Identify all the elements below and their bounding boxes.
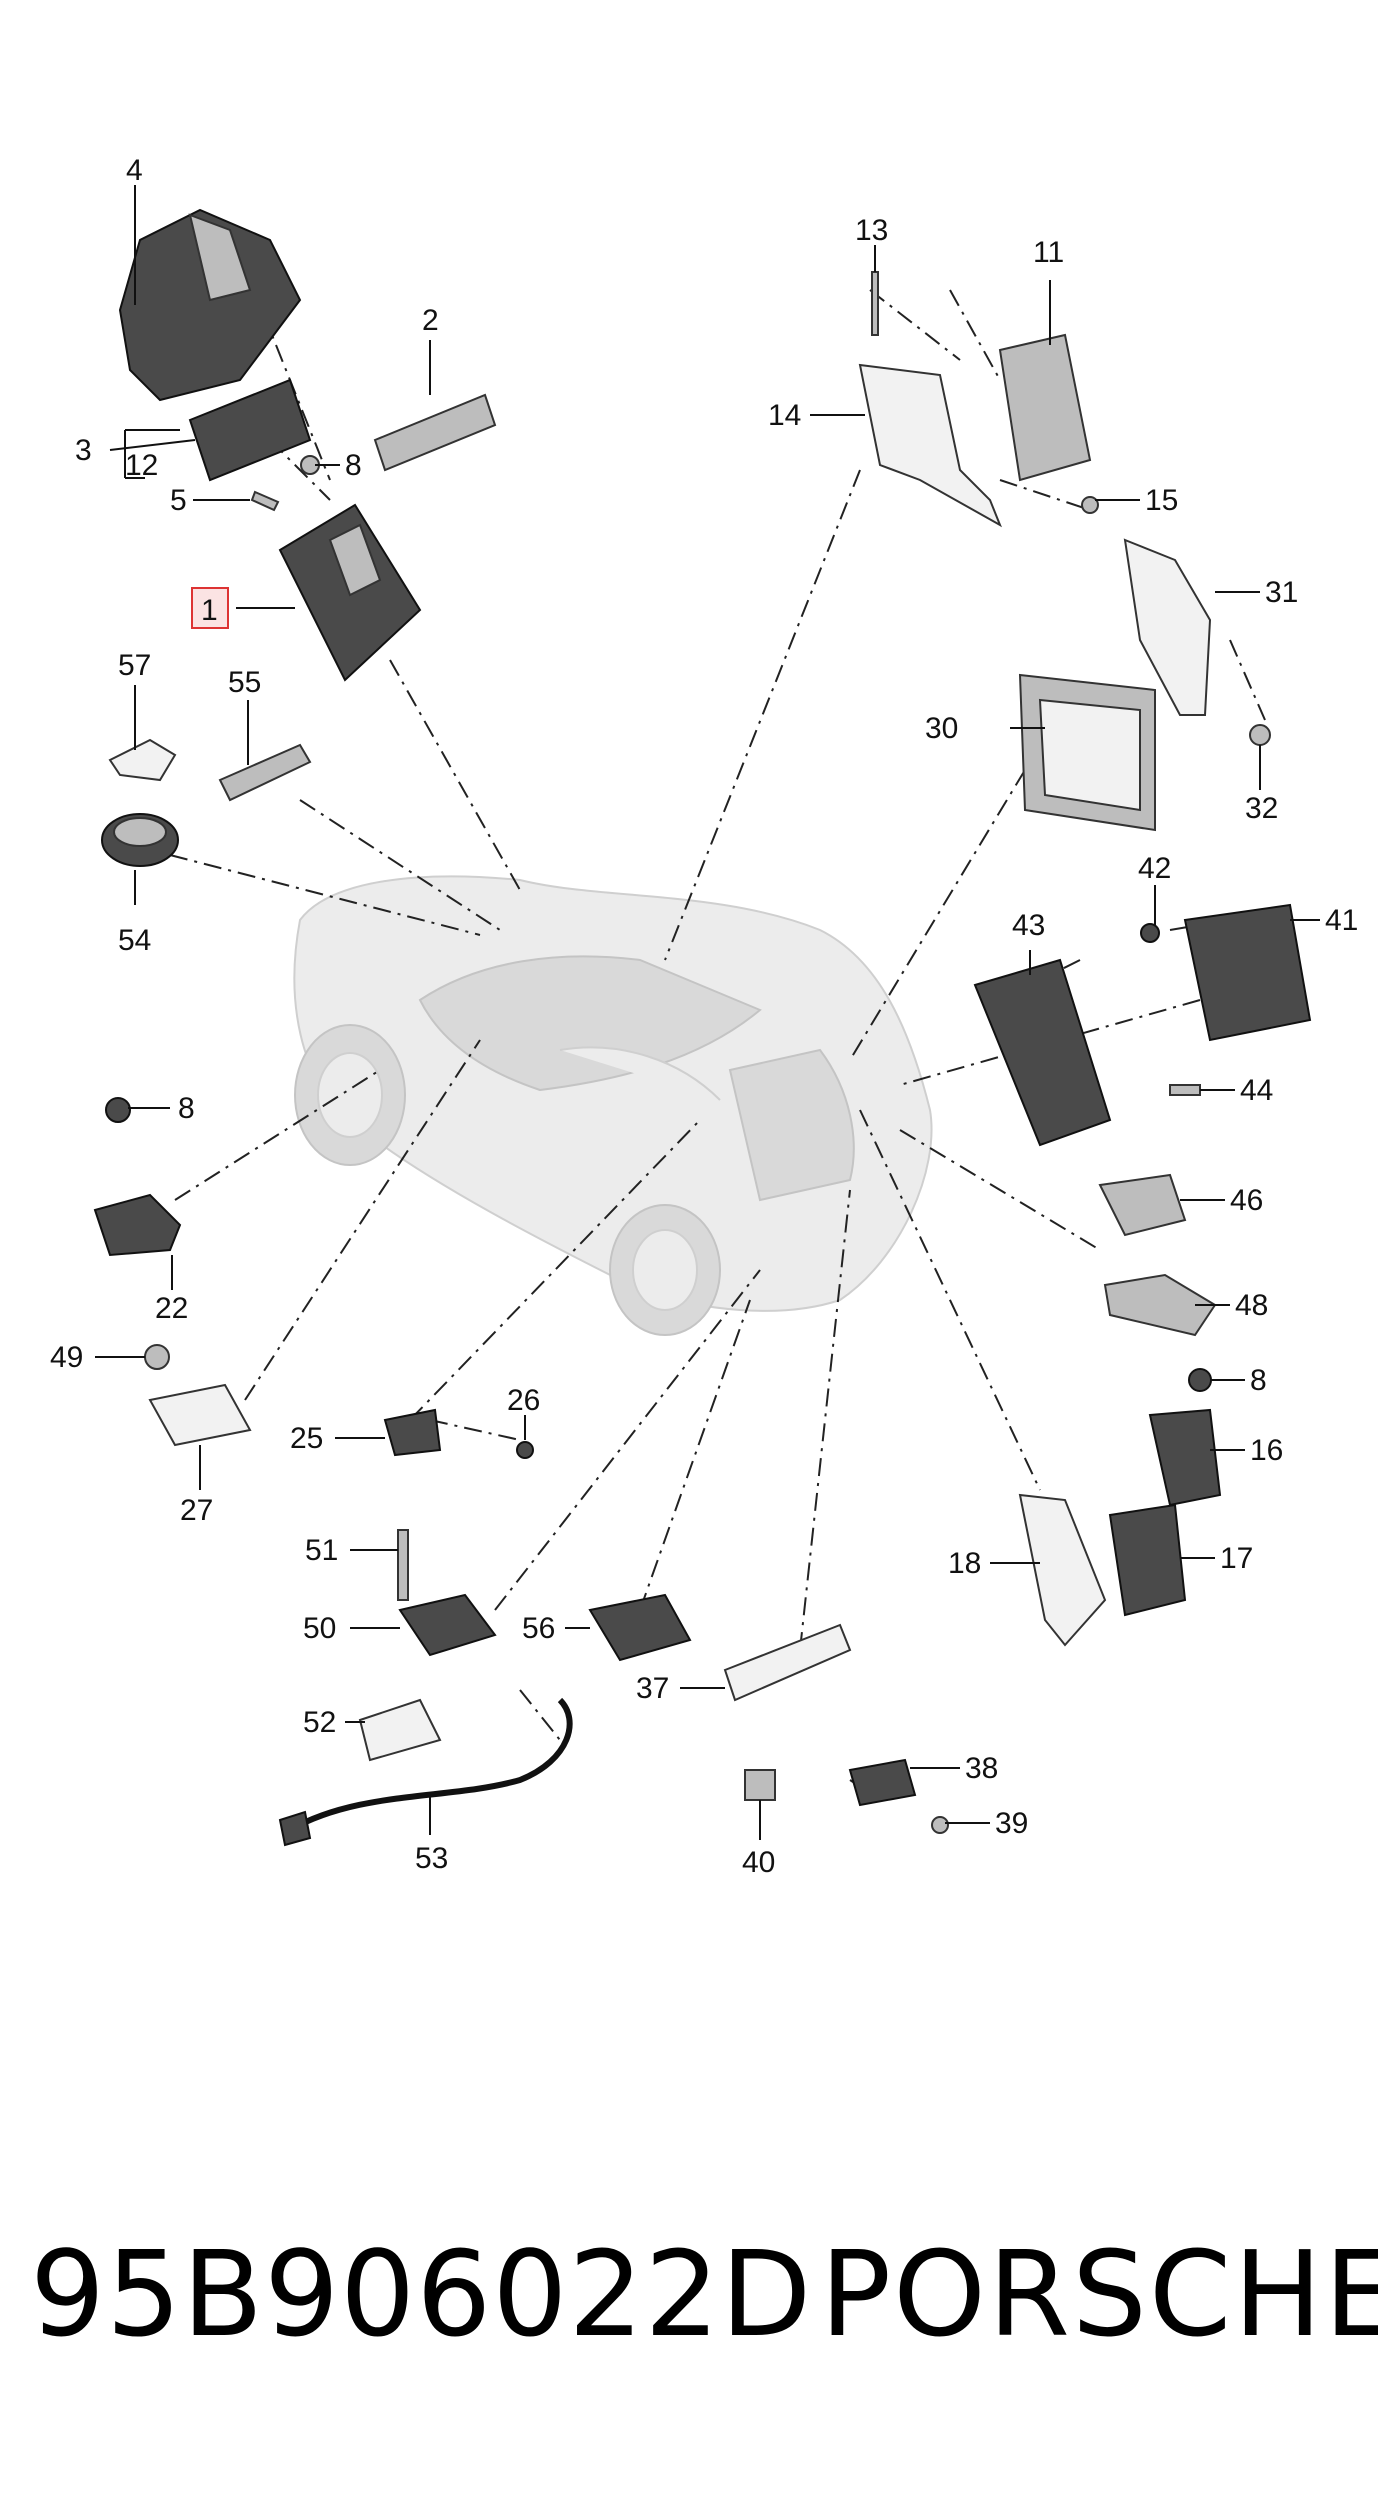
part-56-module	[588, 1593, 692, 1662]
part-42-screw	[1140, 923, 1160, 943]
part-43-control-unit	[973, 958, 1112, 1147]
part-52-bracket	[358, 1698, 442, 1762]
callout-31: 31	[1265, 576, 1298, 609]
callout-18: 18	[948, 1547, 981, 1580]
part-13-bolt	[871, 271, 879, 336]
callout-43: 43	[1012, 909, 1045, 942]
callout-8-right: 8	[1250, 1364, 1267, 1397]
footer: 95B906022D PORSCHE	[0, 2225, 1378, 2375]
callout-37: 37	[636, 1672, 669, 1705]
part-44-bolt	[1169, 1084, 1201, 1096]
part-57-bracket	[108, 738, 177, 782]
callout-3: 3	[75, 434, 92, 467]
part-number: 95B906022D	[30, 2225, 813, 2363]
callout-51: 51	[305, 1534, 338, 1567]
part-54-horn	[101, 813, 179, 867]
part-27-module	[148, 1383, 252, 1447]
callout-38: 38	[965, 1752, 998, 1785]
part-41-module	[1183, 903, 1312, 1042]
callout-2: 2	[422, 304, 439, 337]
part-49-screw	[144, 1344, 170, 1370]
brand-name: PORSCHE	[820, 2225, 1378, 2363]
callout-53: 53	[415, 1842, 448, 1875]
callout-39: 39	[995, 1807, 1028, 1840]
callout-8-left: 8	[178, 1092, 195, 1125]
part-2-strip	[373, 393, 497, 472]
part-17-module	[1108, 1503, 1187, 1617]
callout-25: 25	[290, 1422, 323, 1455]
callout-leaders	[95, 185, 1320, 1840]
part-39-screw	[931, 1816, 949, 1834]
connection-lines	[169, 279, 1266, 1801]
callout-50: 50	[303, 1612, 336, 1645]
callout-labels: 1 2 3 4 5 8 12 13 11 14 15 31 30 32 57 5…	[50, 154, 1358, 1879]
callout-32: 32	[1245, 792, 1278, 825]
callout-17: 17	[1220, 1542, 1253, 1575]
callout-11: 11	[1033, 236, 1064, 269]
callout-52: 52	[303, 1706, 336, 1739]
selected-part-highlight	[191, 587, 229, 629]
part-22-module	[93, 1193, 182, 1257]
part-1-control-unit	[278, 503, 422, 682]
callout-42: 42	[1138, 852, 1171, 885]
callout-54: 54	[118, 924, 151, 957]
callout-30: 30	[925, 712, 958, 745]
part-8-clip-left	[105, 1097, 131, 1123]
part-4-housing	[118, 208, 302, 402]
callout-22: 22	[155, 1292, 188, 1325]
callout-15: 15	[1145, 484, 1178, 517]
callout-16: 16	[1250, 1434, 1283, 1467]
part-32-nut	[1249, 724, 1271, 746]
callout-26: 26	[507, 1384, 540, 1417]
vehicle-illustration	[293, 875, 933, 1336]
callout-13: 13	[855, 214, 888, 247]
callout-44: 44	[1240, 1074, 1273, 1107]
part-38-sensor	[848, 1758, 917, 1807]
callout-57: 57	[118, 649, 151, 682]
callout-55: 55	[228, 666, 261, 699]
callout-41: 41	[1325, 904, 1358, 937]
callout-46: 46	[1230, 1184, 1263, 1217]
part-11-module	[998, 333, 1092, 482]
part-31-bracket	[1123, 538, 1212, 716]
callout-49: 49	[50, 1341, 83, 1374]
part-48-bracket	[1103, 1273, 1217, 1337]
part-5-screw	[250, 490, 280, 512]
part-16-module	[1148, 1408, 1222, 1507]
callout-4: 4	[126, 154, 143, 187]
part-53-wiring-harness	[278, 1697, 573, 1847]
callout-40: 40	[742, 1846, 775, 1879]
part-30-control-unit	[1018, 673, 1156, 832]
part-46-module	[1098, 1173, 1187, 1237]
part-18-bracket	[1018, 1493, 1107, 1647]
part-40-connector	[744, 1769, 776, 1801]
part-37-module	[723, 1623, 852, 1702]
part-26-clip	[516, 1441, 534, 1459]
part-15-screw	[1081, 496, 1099, 514]
callout-48: 48	[1235, 1289, 1268, 1322]
part-14-bracket	[858, 363, 1002, 528]
callout-14: 14	[768, 399, 801, 432]
callout-5: 5	[170, 484, 187, 517]
callout-1: 1	[201, 594, 218, 627]
part-8-clip-right	[1188, 1368, 1212, 1392]
callout-8-top: 8	[345, 449, 362, 482]
part-55-module	[218, 743, 312, 802]
part-3-bracket	[188, 378, 312, 482]
callout-12: 12	[125, 449, 158, 482]
callout-27: 27	[180, 1494, 213, 1527]
part-25-sensor	[383, 1408, 442, 1457]
part-51-screw	[397, 1529, 409, 1601]
callout-56: 56	[522, 1612, 555, 1645]
part-50-module	[398, 1593, 497, 1657]
